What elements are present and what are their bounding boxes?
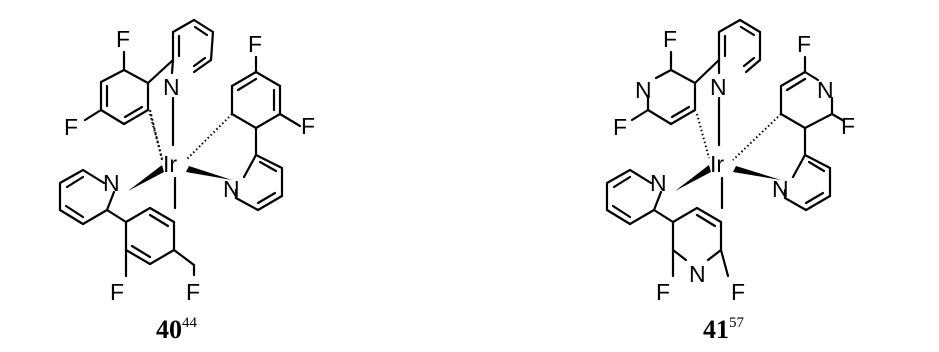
wedge-bond-right [186,166,232,180]
atom-label-n: N [817,77,834,103]
atom-label-n: N [223,176,240,202]
atom-label-f: F [186,279,200,305]
atom-label-f: F [64,114,78,140]
atom-label-f: F [248,31,262,57]
atom-label-n: N [163,74,180,100]
atom-label-n: N [772,176,789,202]
atom-label-n: N [650,170,667,196]
atom-label-f: F [116,26,130,52]
atom-label-n: N [710,74,727,100]
atom-label-ir: Ir [710,151,724,177]
compound-40-structure: N Ir N N F F F F F F [58,18,315,305]
atom-label-n: N [689,261,706,287]
right-pyridine-ring [783,126,832,212]
wedge-bond-left [128,165,164,191]
atom-label-ir: Ir [163,151,177,177]
compound-41-structure: N Ir N N N N N F F F F F F [605,18,855,305]
upper-right-difluoropyridine-ring [779,55,846,130]
lower-difluorophenyl-ring [124,206,196,278]
atom-label-f: F [301,113,315,139]
compound-label-40: 4044 [156,315,198,344]
atom-label-n: N [635,77,652,103]
iridium-coordination-bonds [675,96,782,210]
lower-difluoropyridine-ring [671,206,730,278]
atom-label-f: F [731,279,745,305]
atom-label-f: F [663,26,677,52]
wedge-bond-left [675,165,711,191]
compound-label-41: 4157 [703,315,745,344]
iridium-coordination-bonds [128,96,233,210]
left-pyridine-ring [58,168,128,226]
left-pyridine-ring [605,168,675,226]
upper-left-difluoropyridine-ring [630,50,721,126]
upper-left-difluorophenyl-ring [83,50,175,126]
top-pyridine-ring [717,18,762,75]
atom-label-f: F [613,114,627,140]
right-pyridine-ring [234,126,284,212]
wedge-bond-right [733,166,781,180]
atom-label-f: F [797,31,811,57]
atom-label-f: F [110,279,124,305]
atom-label-f: F [841,113,855,139]
atom-label-f: F [656,279,670,305]
top-pyridine-ring [170,18,215,75]
atom-label-n: N [103,170,120,196]
upper-right-difluorophenyl-ring [230,55,302,130]
